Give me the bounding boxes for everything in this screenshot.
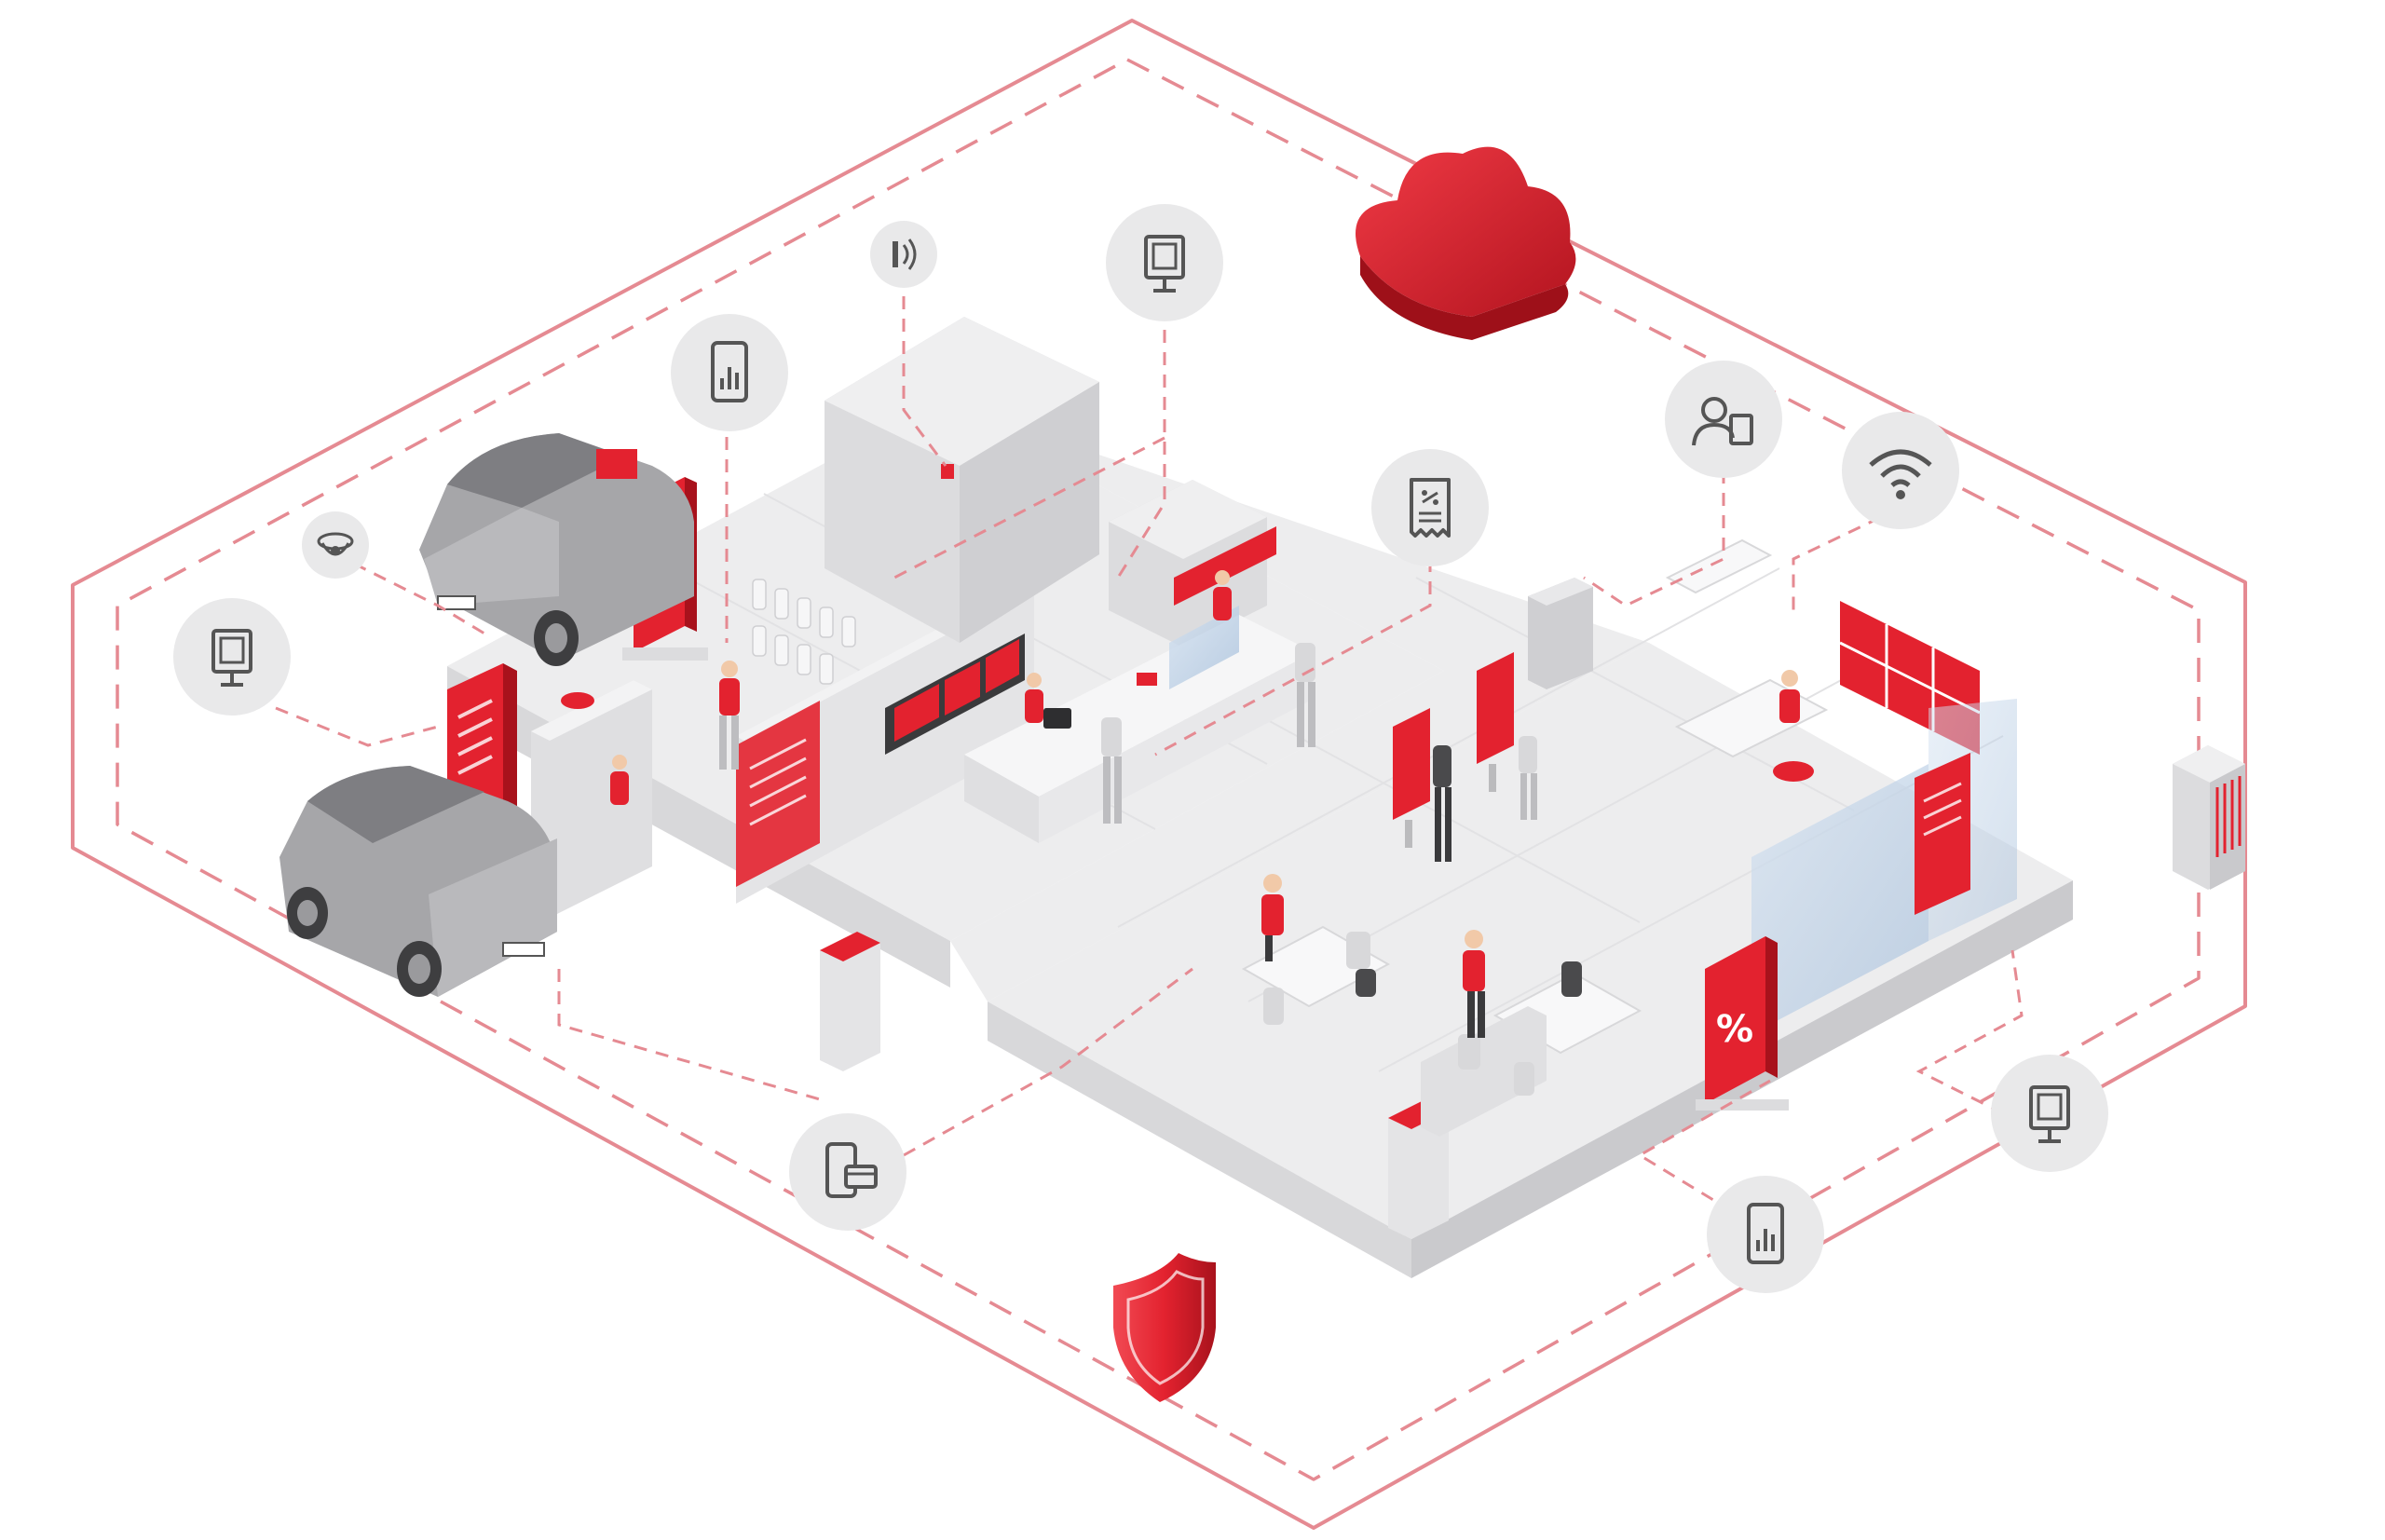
promo-totem-entrance-front: % <box>1696 936 1789 1111</box>
mobile-analytics-icon[interactable] <box>1707 1176 1824 1293</box>
staff-order-icon[interactable] <box>1665 361 1782 478</box>
kiosk-icon[interactable] <box>1991 1055 2108 1172</box>
cloud-icon[interactable] <box>1356 146 1576 340</box>
wifi-pedestal-left <box>820 932 880 1071</box>
network-boundary-inner <box>116 58 2201 1481</box>
promo-totem-discount-front: % <box>1716 1008 1753 1051</box>
wifi-icon[interactable] <box>1842 412 1959 529</box>
receipt-discount-icon[interactable] <box>1371 449 1489 566</box>
kiosk-icon[interactable] <box>173 598 291 715</box>
mobile-analytics-icon[interactable] <box>671 314 788 431</box>
mobile-payment-icon[interactable] <box>789 1113 906 1231</box>
server-icon[interactable] <box>2173 745 2245 890</box>
kiosk-icon[interactable] <box>1106 204 1223 321</box>
icon-layer <box>173 146 2245 1402</box>
car-drive-thru-top <box>419 433 694 666</box>
connector-lines <box>275 296 2024 1236</box>
security-camera-icon[interactable] <box>302 511 369 579</box>
contactless-icon[interactable] <box>870 221 937 288</box>
security-shield-icon[interactable] <box>1113 1253 1216 1402</box>
network-boundary-outer <box>71 19 2247 1530</box>
promo-totem-entrance-right <box>1915 753 1970 915</box>
car-drive-thru-bottom <box>279 766 557 997</box>
self-order-kiosks <box>1393 578 1593 848</box>
people <box>610 570 1800 1096</box>
